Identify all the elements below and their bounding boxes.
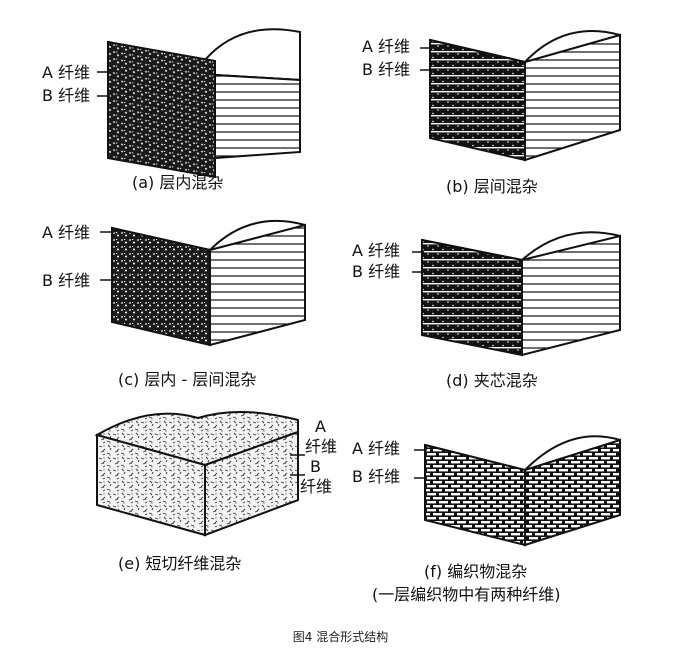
panel-caption: (d) 夹芯混杂 bbox=[446, 371, 538, 390]
fiber-b-label: B 纤维 bbox=[352, 467, 400, 486]
panel-caption-note: (一层编织物中有两种纤维) bbox=[372, 585, 561, 604]
figure-caption: 图4 混合形式结构 bbox=[0, 628, 681, 645]
block-side-face bbox=[525, 440, 620, 545]
fiber-b-label: B 纤维 bbox=[42, 271, 90, 290]
fiber-a-label: A 纤维 bbox=[42, 223, 90, 242]
block-front-face bbox=[422, 240, 522, 355]
fiber-a-label: A 纤维 bbox=[352, 439, 400, 458]
panel-f: A 纤维 B 纤维 (f) 编织物混杂 (一层编织物中有两种纤维) bbox=[352, 436, 620, 604]
panel-caption: (f) 编织物混杂 bbox=[424, 562, 527, 581]
block-front-face bbox=[430, 40, 525, 160]
panel-c: A 纤维 B 纤维 (c) 层内 - 层间混杂 bbox=[42, 221, 305, 389]
fiber-b-label: B bbox=[310, 457, 321, 476]
fiber-a-label: A bbox=[315, 417, 326, 436]
block-front-face bbox=[108, 42, 215, 177]
block-side-face bbox=[215, 75, 300, 158]
panel-e: A 纤维 B 纤维 (e) 短切纤维混杂 bbox=[97, 412, 337, 573]
block-front-face bbox=[425, 445, 525, 545]
fiber-a-label: A 纤维 bbox=[352, 241, 400, 260]
panel-caption: (e) 短切纤维混杂 bbox=[118, 554, 241, 573]
panel-d: A 纤维 B 纤维 (d) 夹芯混杂 bbox=[352, 232, 620, 390]
panel-a: A 纤维 B 纤维 (a) 层内混杂 bbox=[42, 29, 300, 192]
panel-caption: (c) 层内 - 层间混杂 bbox=[118, 370, 256, 389]
hybrid-structure-figure: A 纤维 B 纤维 (a) 层内混杂 A 纤维 B 纤维 (b) 层间混杂 A … bbox=[0, 0, 681, 640]
fiber-b-label: B 纤维 bbox=[362, 60, 410, 79]
block-front-face bbox=[112, 228, 210, 345]
panel-b: A 纤维 B 纤维 (b) 层间混杂 bbox=[362, 31, 620, 196]
fiber-a-label: A 纤维 bbox=[362, 37, 410, 56]
fiber-b-label: B 纤维 bbox=[352, 262, 400, 281]
fiber-a-label: A 纤维 bbox=[42, 63, 90, 82]
fiber-a-label-2: 纤维 bbox=[305, 437, 337, 456]
panel-caption: (a) 层内混杂 bbox=[132, 173, 223, 192]
panel-caption: (b) 层间混杂 bbox=[446, 177, 538, 196]
fiber-b-label-2: 纤维 bbox=[300, 477, 332, 496]
fiber-b-label: B 纤维 bbox=[42, 86, 90, 105]
